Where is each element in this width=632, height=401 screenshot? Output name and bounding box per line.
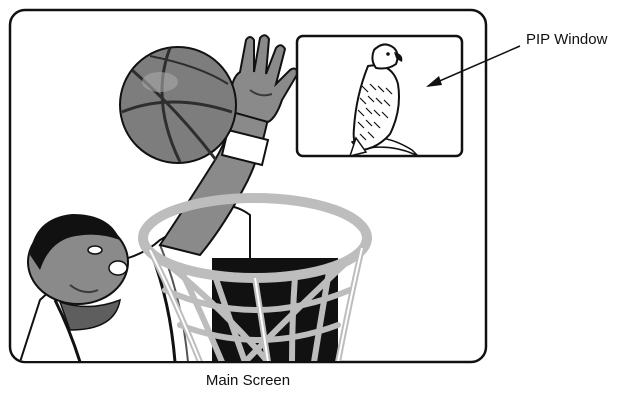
pip-window — [297, 36, 462, 156]
pip-window-label: PIP Window — [526, 31, 607, 48]
main-screen-label: Main Screen — [0, 372, 496, 389]
